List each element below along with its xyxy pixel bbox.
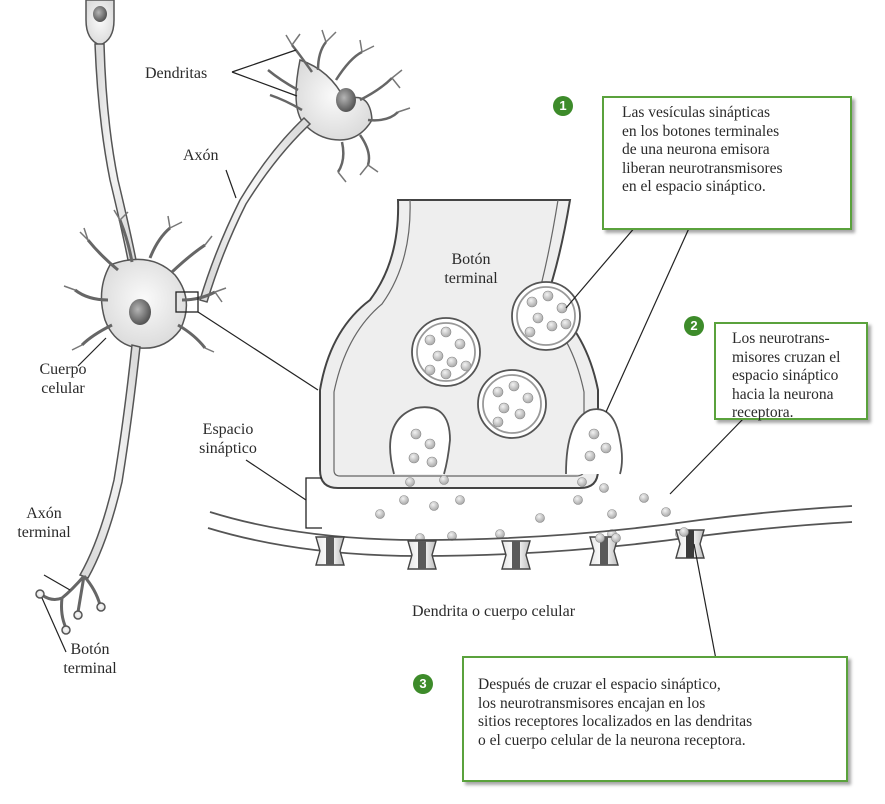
label-dendrites: Dendritas <box>145 65 208 82</box>
main-neuron <box>35 209 227 635</box>
vesicle-2-inner <box>516 286 576 346</box>
zoom-square <box>175 291 199 313</box>
dendrite-neuron <box>199 29 411 303</box>
label-cell-body: Cuerpo celular <box>39 361 87 397</box>
receptor-1 <box>315 536 345 566</box>
step-2-box: Los neurotrans- misores cruzan el espaci… <box>714 322 868 421</box>
terminal-bulb-2 <box>61 625 71 635</box>
synaptic-gap-bracket <box>305 477 322 529</box>
axon-terminal-branches <box>41 575 102 629</box>
left-button-leader <box>41 597 67 653</box>
upper-nucleus <box>93 6 107 22</box>
label-synaptic-gap: Espacio sináptico <box>199 421 257 457</box>
step3-leader <box>693 543 719 671</box>
vesicle-3-inner <box>482 374 542 434</box>
receptor-3 <box>501 540 531 570</box>
vesicle-3 <box>477 369 547 439</box>
terminal-bulb-1 <box>35 589 45 599</box>
step1-leader-b <box>605 225 691 413</box>
step2-leader <box>669 417 745 495</box>
step-3-text: Después de cruzar el espacio sináptico, … <box>478 676 753 749</box>
receptor-5 <box>675 529 705 559</box>
main-axon <box>78 344 141 579</box>
label-terminal-button-left: Botón terminal <box>63 641 117 677</box>
label-dendrite-or-body: Dendrita o cuerpo celular <box>412 603 576 620</box>
long-axon <box>199 116 312 303</box>
step-1-box: Las vesículas sinápticas en los botones … <box>602 96 852 230</box>
step-2-badge: 2 <box>684 316 704 336</box>
dendrites-leader-top <box>231 49 297 73</box>
receptor-2 <box>407 540 437 570</box>
vesicle-1-inner <box>416 322 476 382</box>
synaptic-gap-leader <box>245 459 307 501</box>
terminal-bulb-4 <box>96 602 106 612</box>
step-1-text: Las vesículas sinápticas en los botones … <box>622 104 783 195</box>
neurotransmitters <box>375 290 685 543</box>
step-3-box: Después de cruzar el espacio sináptico, … <box>462 656 848 782</box>
step-3-badge: 3 <box>413 674 433 694</box>
sending-neuron <box>85 0 137 261</box>
bound-neurotransmitters <box>595 527 689 543</box>
dendrite-nucleus <box>336 88 356 112</box>
receptor-sites <box>315 529 705 570</box>
cell-body-leader <box>77 337 107 367</box>
terminal-bulb-3 <box>73 610 83 620</box>
axon-leader <box>225 169 237 199</box>
dendrites-leader-bottom <box>231 71 298 97</box>
label-axon: Axón <box>183 147 219 164</box>
axon-terminal-leader <box>43 574 71 591</box>
label-terminal-button: Botón terminal <box>444 251 498 287</box>
release-pockets <box>389 406 623 475</box>
main-nucleus <box>129 299 151 325</box>
leader-lines <box>41 49 298 653</box>
step1-leader-a <box>565 225 637 309</box>
step-2-text: Los neurotrans- misores cruzan el espaci… <box>732 330 841 421</box>
release-pocket-left <box>389 406 451 475</box>
step-1-badge: 1 <box>553 96 573 116</box>
receiving-membrane <box>207 505 853 557</box>
label-axon-terminal: Axón terminal <box>17 505 71 541</box>
zoom-connector-line <box>197 311 319 391</box>
release-pocket-right <box>565 408 623 475</box>
upper-neuron-axon <box>94 43 137 261</box>
step-leaders <box>565 225 745 671</box>
